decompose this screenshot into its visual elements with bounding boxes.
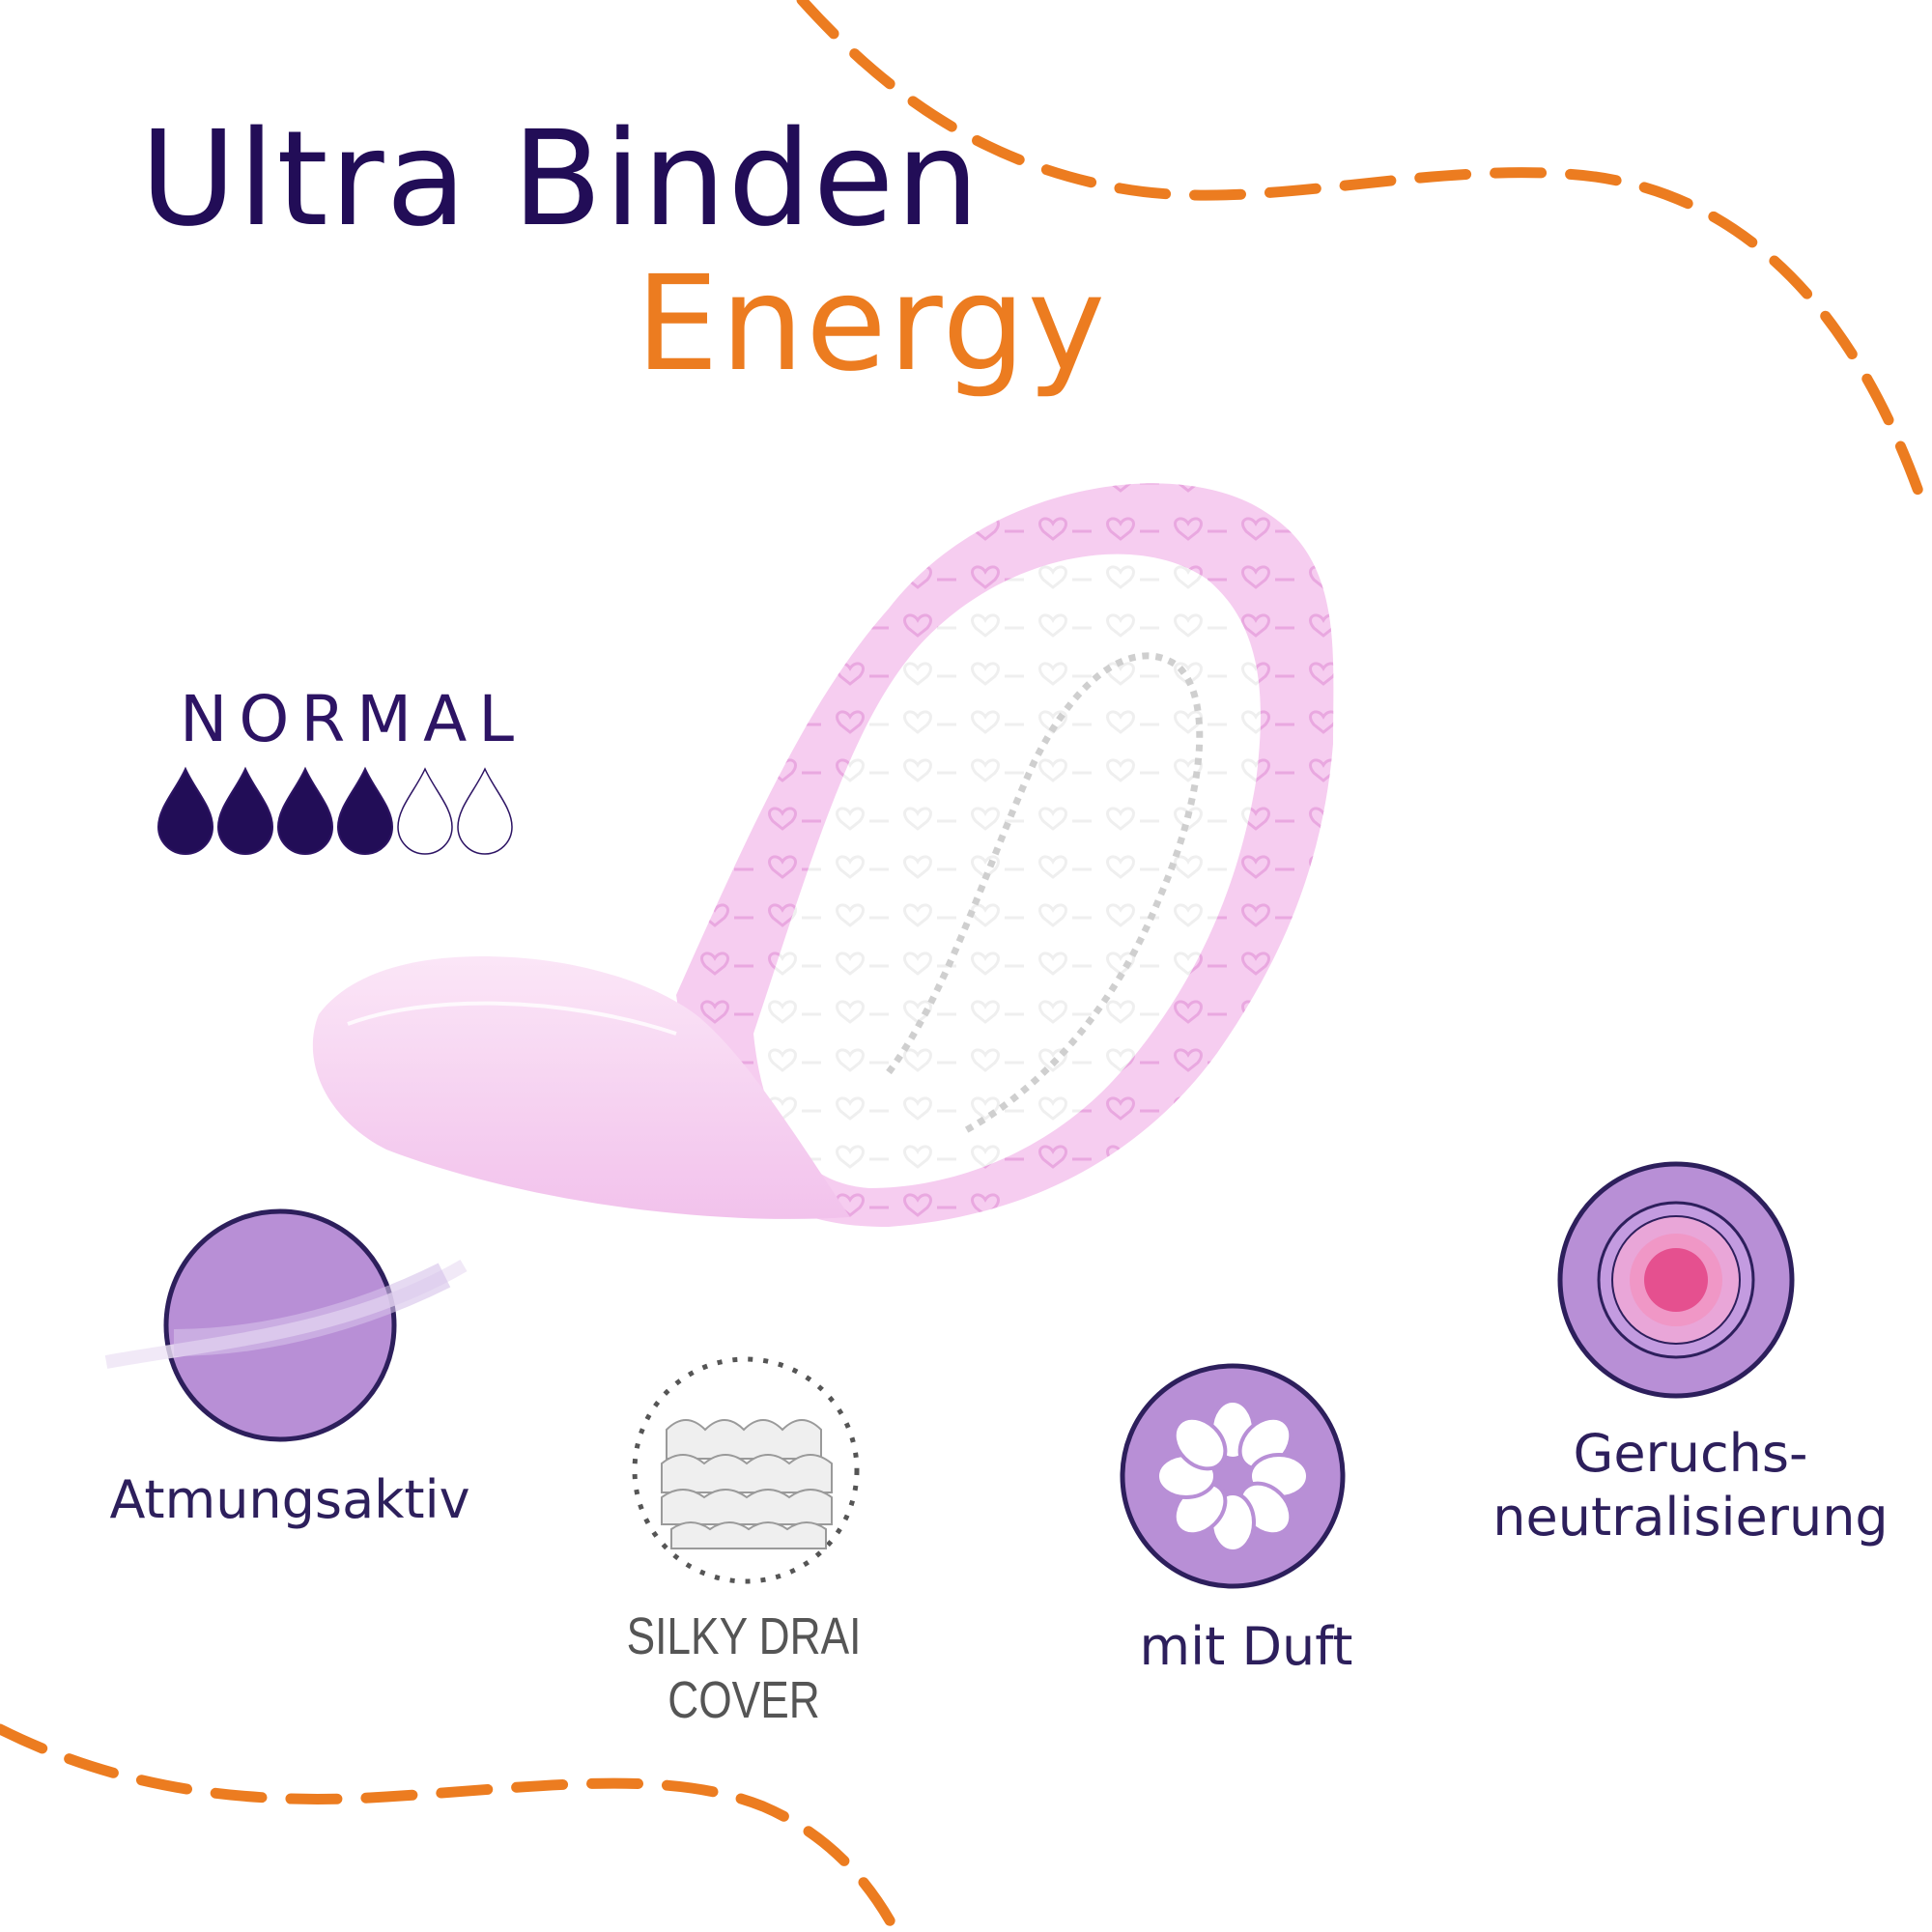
drop-filled xyxy=(276,766,334,855)
odor-neutralizing-icon xyxy=(1557,1161,1795,1399)
feature-label-breathable: Atmungsaktiv xyxy=(109,1469,470,1530)
flower-petal xyxy=(1172,1415,1228,1471)
cover-texture-icon xyxy=(632,1356,860,1584)
absorbency-label: NORMAL xyxy=(180,682,526,756)
product-subtitle: Energy xyxy=(636,248,1108,401)
drop-filled xyxy=(336,766,394,855)
breathable-icon xyxy=(104,1208,468,1442)
drop-filled xyxy=(156,766,214,855)
product-title: Ultra Binden xyxy=(140,103,981,256)
drop-empty xyxy=(397,767,453,855)
pad-illustration xyxy=(312,483,1334,1227)
flower-icon xyxy=(1120,1363,1346,1589)
drop-empty xyxy=(457,767,513,855)
absorbency-drops xyxy=(156,766,513,855)
drop-filled xyxy=(216,766,274,855)
feature-label-odor: Geruchs- neutralisierung xyxy=(1492,1423,1889,1548)
feature-label-cover: SILKY DRAI COVER xyxy=(626,1607,862,1729)
pad-front-flap xyxy=(312,956,850,1219)
feature-label-scent: mit Duft xyxy=(1139,1616,1353,1677)
